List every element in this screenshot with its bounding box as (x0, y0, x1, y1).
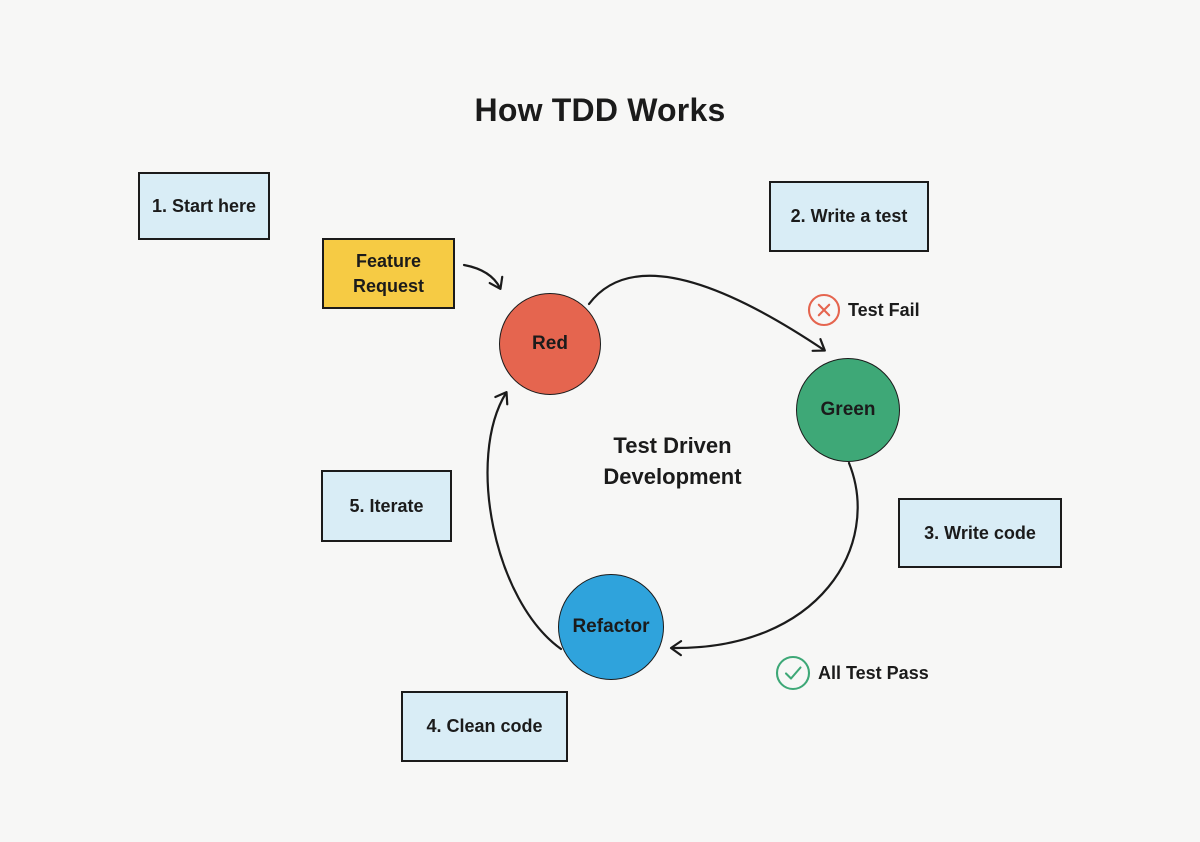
x-circle-icon (807, 293, 841, 327)
note-start-here: 1. Start here (138, 172, 270, 240)
cycle-node-refactor-label: Refactor (572, 616, 650, 637)
page-title: How TDD Works (474, 92, 726, 128)
note-start-here-label: 1. Start here (151, 195, 257, 216)
note-clean-code-label: 4. Clean code (426, 716, 543, 737)
arrow-refactor-to-red (486, 391, 563, 651)
cycle-node-red: Red (499, 293, 601, 395)
arrow-red-to-green (587, 274, 826, 352)
status-test-fail-label: Test Fail (848, 299, 920, 320)
status-all-test-pass-label: All Test Pass (818, 662, 929, 683)
cycle-node-green-label: Green (820, 399, 876, 420)
feature-request-box: Feature Request (322, 238, 455, 309)
cycle-node-green: Green (796, 358, 900, 462)
arrow-feature-to-red (462, 263, 504, 290)
cycle-center-label: Test Driven Development (603, 433, 742, 489)
check-circle-icon (775, 655, 811, 691)
note-write-code: 3. Write code (898, 498, 1062, 568)
note-write-code-label: 3. Write code (924, 522, 1036, 543)
note-clean-code: 4. Clean code (401, 691, 568, 762)
note-write-a-test: 2. Write a test (769, 181, 929, 252)
cycle-node-refactor: Refactor (558, 574, 664, 680)
status-all-test-pass: All Test Pass (775, 655, 929, 691)
cycle-node-red-label: Red (532, 333, 568, 354)
status-test-fail: Test Fail (807, 293, 920, 327)
feature-request-label: Feature Request (352, 251, 424, 296)
note-iterate: 5. Iterate (321, 470, 452, 542)
note-iterate-label: 5. Iterate (349, 495, 424, 516)
arrow-green-to-refactor (669, 461, 859, 657)
note-write-a-test-label: 2. Write a test (790, 206, 908, 227)
